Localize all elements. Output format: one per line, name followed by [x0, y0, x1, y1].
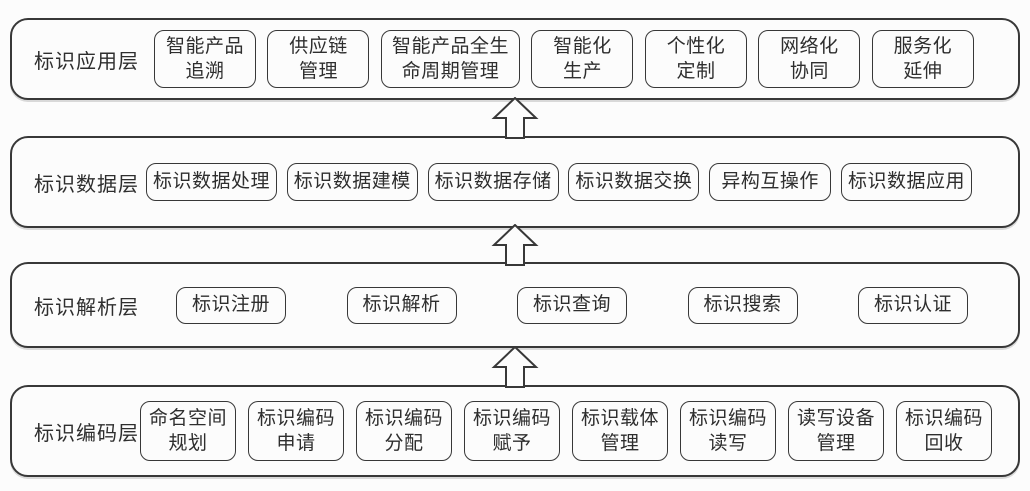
layer-resolution-label: 标识解析层: [34, 296, 139, 319]
function-box: 个性化 定制: [644, 30, 747, 88]
function-box-label: 供应链 管理: [289, 35, 348, 82]
function-box: 智能化 生产: [531, 30, 634, 88]
function-box: 标识编码 赋予: [464, 401, 560, 461]
function-box-label: 标识数据存储: [434, 171, 552, 193]
function-box: 标识数据交换: [568, 163, 700, 201]
function-box: 服务化 延伸: [871, 30, 974, 88]
function-box-label: 标识编码 申请: [256, 407, 335, 454]
function-box-label: 标识数据应用: [847, 171, 965, 193]
layer-encoding-boxes: 命名空间 规划标识编码 申请标识编码 分配标识编码 赋予标识载体 管理标识编码 …: [140, 401, 992, 461]
function-box: 命名空间 规划: [140, 401, 236, 461]
function-box: 标识编码 分配: [356, 401, 452, 461]
function-box: 标识数据应用: [840, 163, 972, 201]
function-box-label: 标识查询: [532, 294, 611, 316]
function-box-label: 智能化 生产: [553, 35, 612, 82]
layer-encoding-label: 标识编码层: [34, 422, 139, 445]
function-box: 标识解析: [346, 286, 457, 324]
function-box: 标识查询: [517, 286, 627, 324]
function-box-label: 标识数据交换: [575, 171, 693, 193]
function-box-label: 标识认证: [873, 294, 952, 316]
function-box: 异构互操作: [709, 163, 832, 201]
function-box: 标识载体 管理: [572, 401, 668, 461]
function-box: 标识搜索: [687, 286, 798, 324]
function-box: 标识编码 回收: [896, 401, 992, 461]
function-box-label: 异构互操作: [721, 171, 819, 193]
layer-resolution-boxes: 标识注册 标识解析 标识查询 标识搜索 标识认证: [176, 286, 968, 324]
function-box-label: 网络化 协同: [780, 35, 839, 82]
function-box-label: 标识解析: [362, 294, 441, 316]
function-box: 标识数据处理: [146, 163, 278, 201]
function-box-label: 命名空间 规划: [148, 407, 227, 454]
function-box-label: 标识编码 回收: [904, 407, 983, 454]
function-box: 标识数据存储: [427, 163, 559, 201]
function-box: 供应链 管理: [267, 30, 370, 88]
function-box: 智能产品 追溯: [154, 30, 256, 88]
function-box-label: 服务化 延伸: [893, 35, 953, 82]
function-box: 标识数据建模: [286, 163, 418, 201]
layer-data-boxes: 标识数据处理标识数据建模 标识数据存储 标识数据交换 异构互操作 标识数据应用: [146, 163, 972, 201]
function-box-label: 标识编码 读写: [688, 407, 767, 454]
layer-application: 标识应用层 智能产品 追溯供应链 管理智能产品全生 命周期管理智能化 生产 个性化…: [10, 18, 1020, 100]
function-box-label: 标识注册: [191, 294, 270, 316]
function-box: 智能产品全生 命周期管理: [380, 30, 520, 88]
function-box: 标识编码 申请: [248, 401, 344, 461]
up-arrow-icon: [0, 224, 1030, 266]
function-box-label: 标识数据处理: [153, 171, 271, 193]
function-box-label: 标识数据建模: [293, 171, 411, 193]
layer-application-boxes: 智能产品 追溯供应链 管理智能产品全生 命周期管理智能化 生产 个性化 定制 网络化…: [154, 30, 974, 88]
function-box-label: 标识编码 分配: [364, 407, 443, 454]
function-box-label: 标识搜索: [703, 294, 782, 316]
function-box-label: 标识编码 赋予: [472, 407, 551, 454]
function-box-label: 智能产品 追溯: [165, 35, 244, 82]
up-arrow-icon: [0, 345, 1030, 388]
function-box: 读写设备 管理: [788, 401, 884, 461]
function-box-label: 智能产品全生 命周期管理: [391, 35, 509, 82]
up-arrow-icon: [0, 97, 1030, 139]
layer-encoding: 标识编码层 命名空间 规划标识编码 申请标识编码 分配标识编码 赋予标识载体 管…: [10, 385, 1020, 477]
function-box-label: 读写设备 管理: [796, 407, 875, 454]
function-box-label: 标识载体 管理: [580, 407, 659, 454]
function-box-label: 个性化 定制: [666, 35, 726, 82]
layer-data: 标识数据层 标识数据处理标识数据建模 标识数据存储 标识数据交换 异构互操作 标识数据应…: [10, 136, 1020, 228]
function-box: 网络化 协同: [758, 30, 861, 88]
function-box: 标识注册: [176, 286, 286, 324]
function-box: 标识编码 读写: [680, 401, 776, 461]
layer-data-label: 标识数据层: [34, 173, 139, 196]
function-box: 标识认证: [858, 286, 968, 324]
layer-application-label: 标识应用层: [34, 50, 139, 73]
layer-resolution: 标识解析层 标识注册 标识解析 标识查询 标识搜索 标识认证: [10, 262, 1020, 348]
